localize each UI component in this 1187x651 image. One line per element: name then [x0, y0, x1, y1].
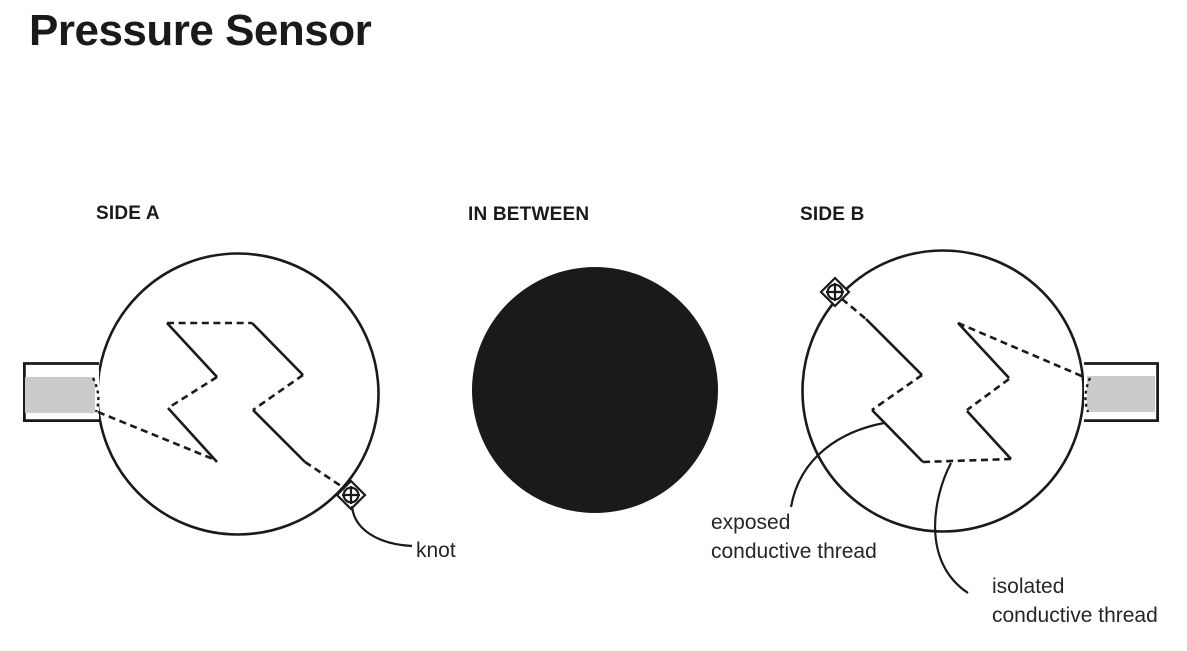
- side-b-circle: [801, 249, 1085, 533]
- side-a-knot-marker-icon: [335, 479, 367, 511]
- side-b-tab-outline: [1084, 362, 1159, 422]
- isolated-thread-label-line1: isolated: [992, 575, 1065, 598]
- in-between-label: IN BETWEEN: [468, 204, 590, 225]
- page-title: Pressure Sensor: [29, 6, 372, 55]
- knot-label: knot: [416, 539, 456, 562]
- side-b-thread-hidden: [841, 298, 1085, 464]
- isolated-leader-line: [934, 462, 969, 594]
- in-between-panel: [472, 267, 718, 513]
- side-a-panel: [23, 252, 413, 548]
- isolated-thread-label-line2: conductive thread: [992, 604, 1158, 627]
- side-a-tab-outline: [23, 362, 99, 422]
- side-a-thread-solid: [166, 322, 306, 463]
- side-b-panel: [789, 249, 1160, 594]
- knot-leader-line: [350, 505, 413, 548]
- exposed-thread-label: exposed conductive thread: [711, 508, 877, 566]
- isolated-thread-label: isolated conductive thread: [992, 572, 1158, 630]
- side-b-knot-marker-icon: [819, 276, 851, 308]
- side-a-label: SIDE A: [96, 203, 160, 224]
- in-between-circle: [472, 267, 718, 513]
- side-a-tab-fabric: [25, 377, 95, 413]
- side-b-tab-fabric: [1087, 376, 1155, 412]
- side-b-label: SIDE B: [800, 204, 865, 225]
- side-b-thread-solid: [865, 318, 1012, 463]
- exposed-thread-label-line1: exposed: [711, 511, 791, 534]
- side-a-thread-hidden: [97, 321, 342, 488]
- exposed-leader-line: [789, 421, 885, 508]
- exposed-thread-label-line2: conductive thread: [711, 540, 877, 563]
- side-a-circle: [96, 252, 380, 536]
